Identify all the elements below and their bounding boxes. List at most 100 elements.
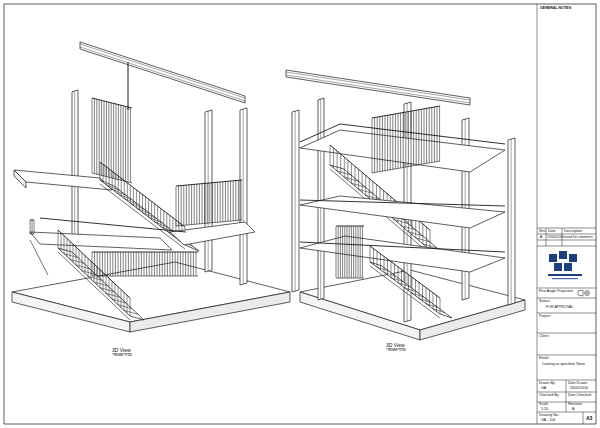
stair-tread — [384, 272, 396, 276]
baluster — [124, 292, 125, 310]
baluster — [111, 103, 112, 178]
field-label: Drawn By: — [539, 382, 556, 386]
baluster — [118, 105, 119, 180]
baluster — [238, 180, 239, 220]
baluster — [130, 298, 131, 316]
baluster — [202, 184, 203, 224]
baluster — [199, 184, 200, 224]
baluster — [424, 109, 425, 164]
baluster — [228, 181, 229, 221]
baluster — [351, 163, 352, 183]
baluster — [131, 252, 132, 276]
bottom-rail — [92, 276, 198, 277]
baluster — [102, 252, 103, 276]
baluster — [115, 252, 116, 276]
baluster — [379, 117, 380, 172]
steel-column — [508, 138, 515, 305]
baluster — [133, 252, 134, 276]
baluster — [115, 174, 116, 192]
table-header: Description — [564, 230, 582, 234]
view-scale: Scale: 1:20 — [388, 349, 406, 353]
baluster — [426, 108, 427, 163]
baluster — [411, 111, 412, 166]
field-value: GA — [541, 387, 546, 391]
baluster — [127, 295, 128, 313]
floor-slab — [300, 270, 525, 330]
column-edge — [243, 109, 244, 284]
baluster — [167, 252, 168, 276]
baluster — [175, 252, 176, 276]
field-value: 1:20 — [541, 408, 548, 412]
baluster — [382, 116, 383, 171]
handrail — [92, 98, 132, 108]
baluster — [430, 230, 431, 250]
baluster — [186, 185, 187, 225]
floor-slab — [12, 262, 290, 322]
baluster — [193, 252, 194, 276]
baluster — [144, 252, 145, 276]
beam-flange — [80, 44, 245, 98]
baluster — [145, 197, 146, 215]
baluster — [149, 252, 150, 276]
baluster — [196, 252, 197, 276]
stair-tread — [419, 298, 431, 302]
column-edge — [511, 139, 512, 304]
baluster — [401, 269, 402, 285]
baluster — [212, 183, 213, 223]
baluster — [437, 107, 438, 162]
baluster — [112, 171, 113, 189]
baluster — [94, 252, 95, 276]
baluster — [103, 164, 104, 182]
stair-flight — [370, 262, 452, 318]
baluster — [118, 176, 119, 194]
baluster — [100, 162, 101, 180]
baluster — [128, 107, 129, 182]
baluster — [105, 252, 106, 276]
field-label: Scale: — [539, 403, 549, 407]
steel-column — [72, 90, 78, 242]
column-edge — [208, 111, 209, 271]
baluster — [395, 114, 396, 169]
baluster — [194, 184, 195, 224]
bottom-rail — [176, 220, 242, 226]
baluster — [106, 102, 107, 177]
table-cell: Issued for comments — [563, 236, 593, 240]
baluster — [88, 258, 89, 276]
stair-tread — [377, 267, 389, 271]
baluster — [136, 252, 137, 276]
sheet-size: A3 — [586, 416, 592, 422]
steel-column — [318, 98, 324, 300]
baluster — [30, 220, 31, 234]
baluster — [439, 106, 440, 161]
baluster — [405, 112, 406, 167]
baluster — [415, 280, 416, 296]
field-label: Project: — [539, 315, 551, 319]
baluster — [209, 183, 210, 223]
handrail — [176, 180, 242, 186]
baluster — [107, 252, 108, 276]
baluster — [112, 252, 113, 276]
baluster — [191, 185, 192, 225]
baluster — [109, 278, 110, 296]
company-logo — [548, 251, 582, 279]
baluster — [34, 220, 35, 234]
baluster — [358, 226, 359, 278]
baluster — [412, 277, 413, 293]
baluster — [64, 236, 65, 254]
baluster — [385, 116, 386, 171]
baluster — [116, 104, 117, 179]
baluster — [92, 98, 93, 173]
baluster — [176, 186, 177, 226]
baluster — [230, 181, 231, 221]
baluster — [422, 224, 423, 244]
stair-tread — [398, 283, 410, 287]
stair-landing — [14, 170, 112, 190]
beam-flange — [80, 47, 245, 101]
baluster — [374, 118, 375, 173]
stair-tread — [391, 278, 403, 282]
baluster — [338, 226, 339, 278]
baluster — [362, 226, 363, 278]
field-value: GA - 104 — [541, 419, 555, 423]
baluster — [148, 199, 149, 217]
